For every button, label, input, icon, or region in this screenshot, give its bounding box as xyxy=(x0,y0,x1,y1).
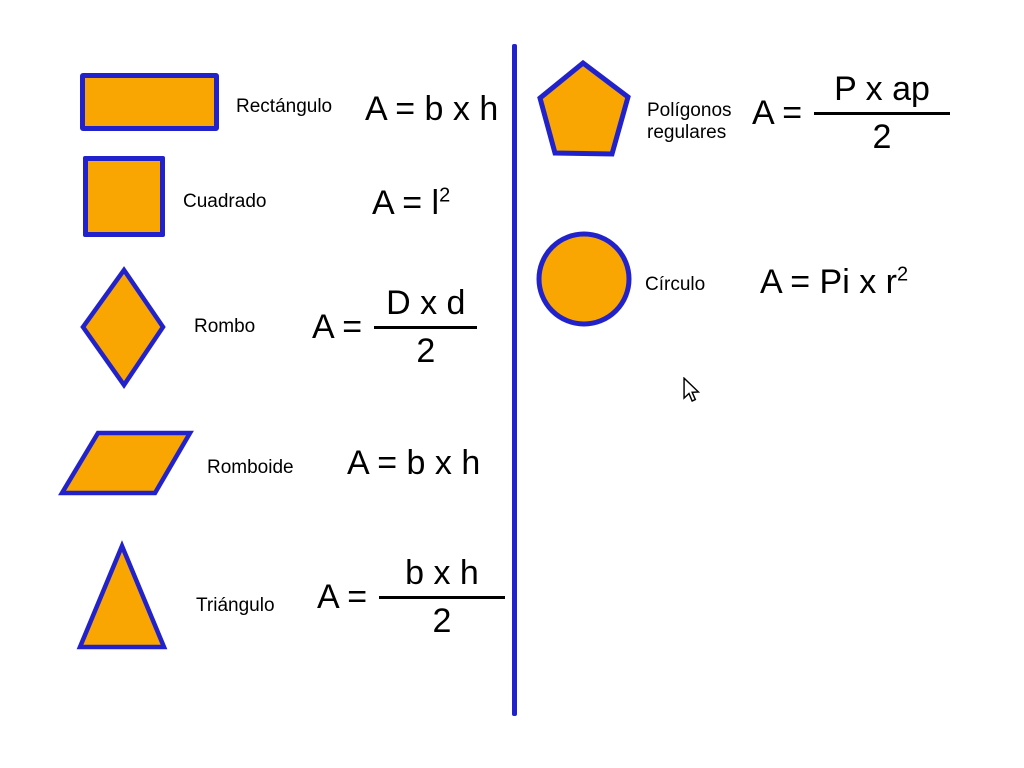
circle-label: Círculo xyxy=(645,274,706,295)
rectangle-label: Rectángulo xyxy=(236,96,333,117)
parallelogram-shape xyxy=(58,430,194,496)
square-formula-base: A = l xyxy=(372,184,440,222)
rhombus-shape xyxy=(80,266,166,389)
square-shape xyxy=(83,156,165,237)
rectangle-shape xyxy=(80,73,219,131)
parallelogram-formula: A = b x h xyxy=(347,444,481,482)
triangle-shape xyxy=(76,540,168,650)
rhombus-formula-numerator: D x d xyxy=(374,283,478,329)
rhombus-label: Rombo xyxy=(194,316,256,337)
regular-polygons-label: Polígonos regulares xyxy=(647,100,732,144)
square-label: Cuadrado xyxy=(183,191,267,212)
triangle-formula-prefix: A = xyxy=(317,578,368,616)
regular-polygons-formula-prefix: A = xyxy=(752,94,803,132)
triangle-formula-numerator: b x h xyxy=(379,553,505,599)
rhombus-formula-prefix: A = xyxy=(312,308,363,346)
regular-polygons-formula: A = P x ap 2 xyxy=(752,69,950,157)
parallelogram-label: Romboide xyxy=(207,457,294,478)
regular-polygons-formula-fraction: P x ap 2 xyxy=(814,69,950,157)
mouse-cursor-icon xyxy=(683,377,700,402)
square-formula-exponent: 2 xyxy=(439,184,451,207)
column-divider-line xyxy=(512,44,517,716)
circle-shape xyxy=(536,231,632,327)
regular-polygons-formula-numerator: P x ap xyxy=(814,69,950,115)
circle-formula-exponent: 2 xyxy=(897,263,909,286)
circle-formula-base: A = Pi x r xyxy=(760,263,897,301)
square-formula: A = l2 xyxy=(372,183,450,223)
triangle-formula-denominator: 2 xyxy=(432,602,452,640)
triangle-formula-fraction: b x h 2 xyxy=(379,553,505,641)
triangle-formula: A = b x h 2 xyxy=(317,553,505,641)
triangle-label: Triángulo xyxy=(196,595,275,616)
regular-polygons-label-line1: Polígonos xyxy=(647,100,732,121)
circle-formula: A = Pi x r2 xyxy=(760,262,908,302)
rhombus-formula-fraction: D x d 2 xyxy=(374,283,478,371)
regular-polygons-formula-denominator: 2 xyxy=(872,118,892,156)
rhombus-formula-denominator: 2 xyxy=(416,332,436,370)
pentagon-shape xyxy=(537,59,631,157)
rhombus-formula: A = D x d 2 xyxy=(312,283,478,371)
regular-polygons-label-line2: regulares xyxy=(647,122,727,143)
rectangle-formula: A = b x h xyxy=(365,90,499,128)
